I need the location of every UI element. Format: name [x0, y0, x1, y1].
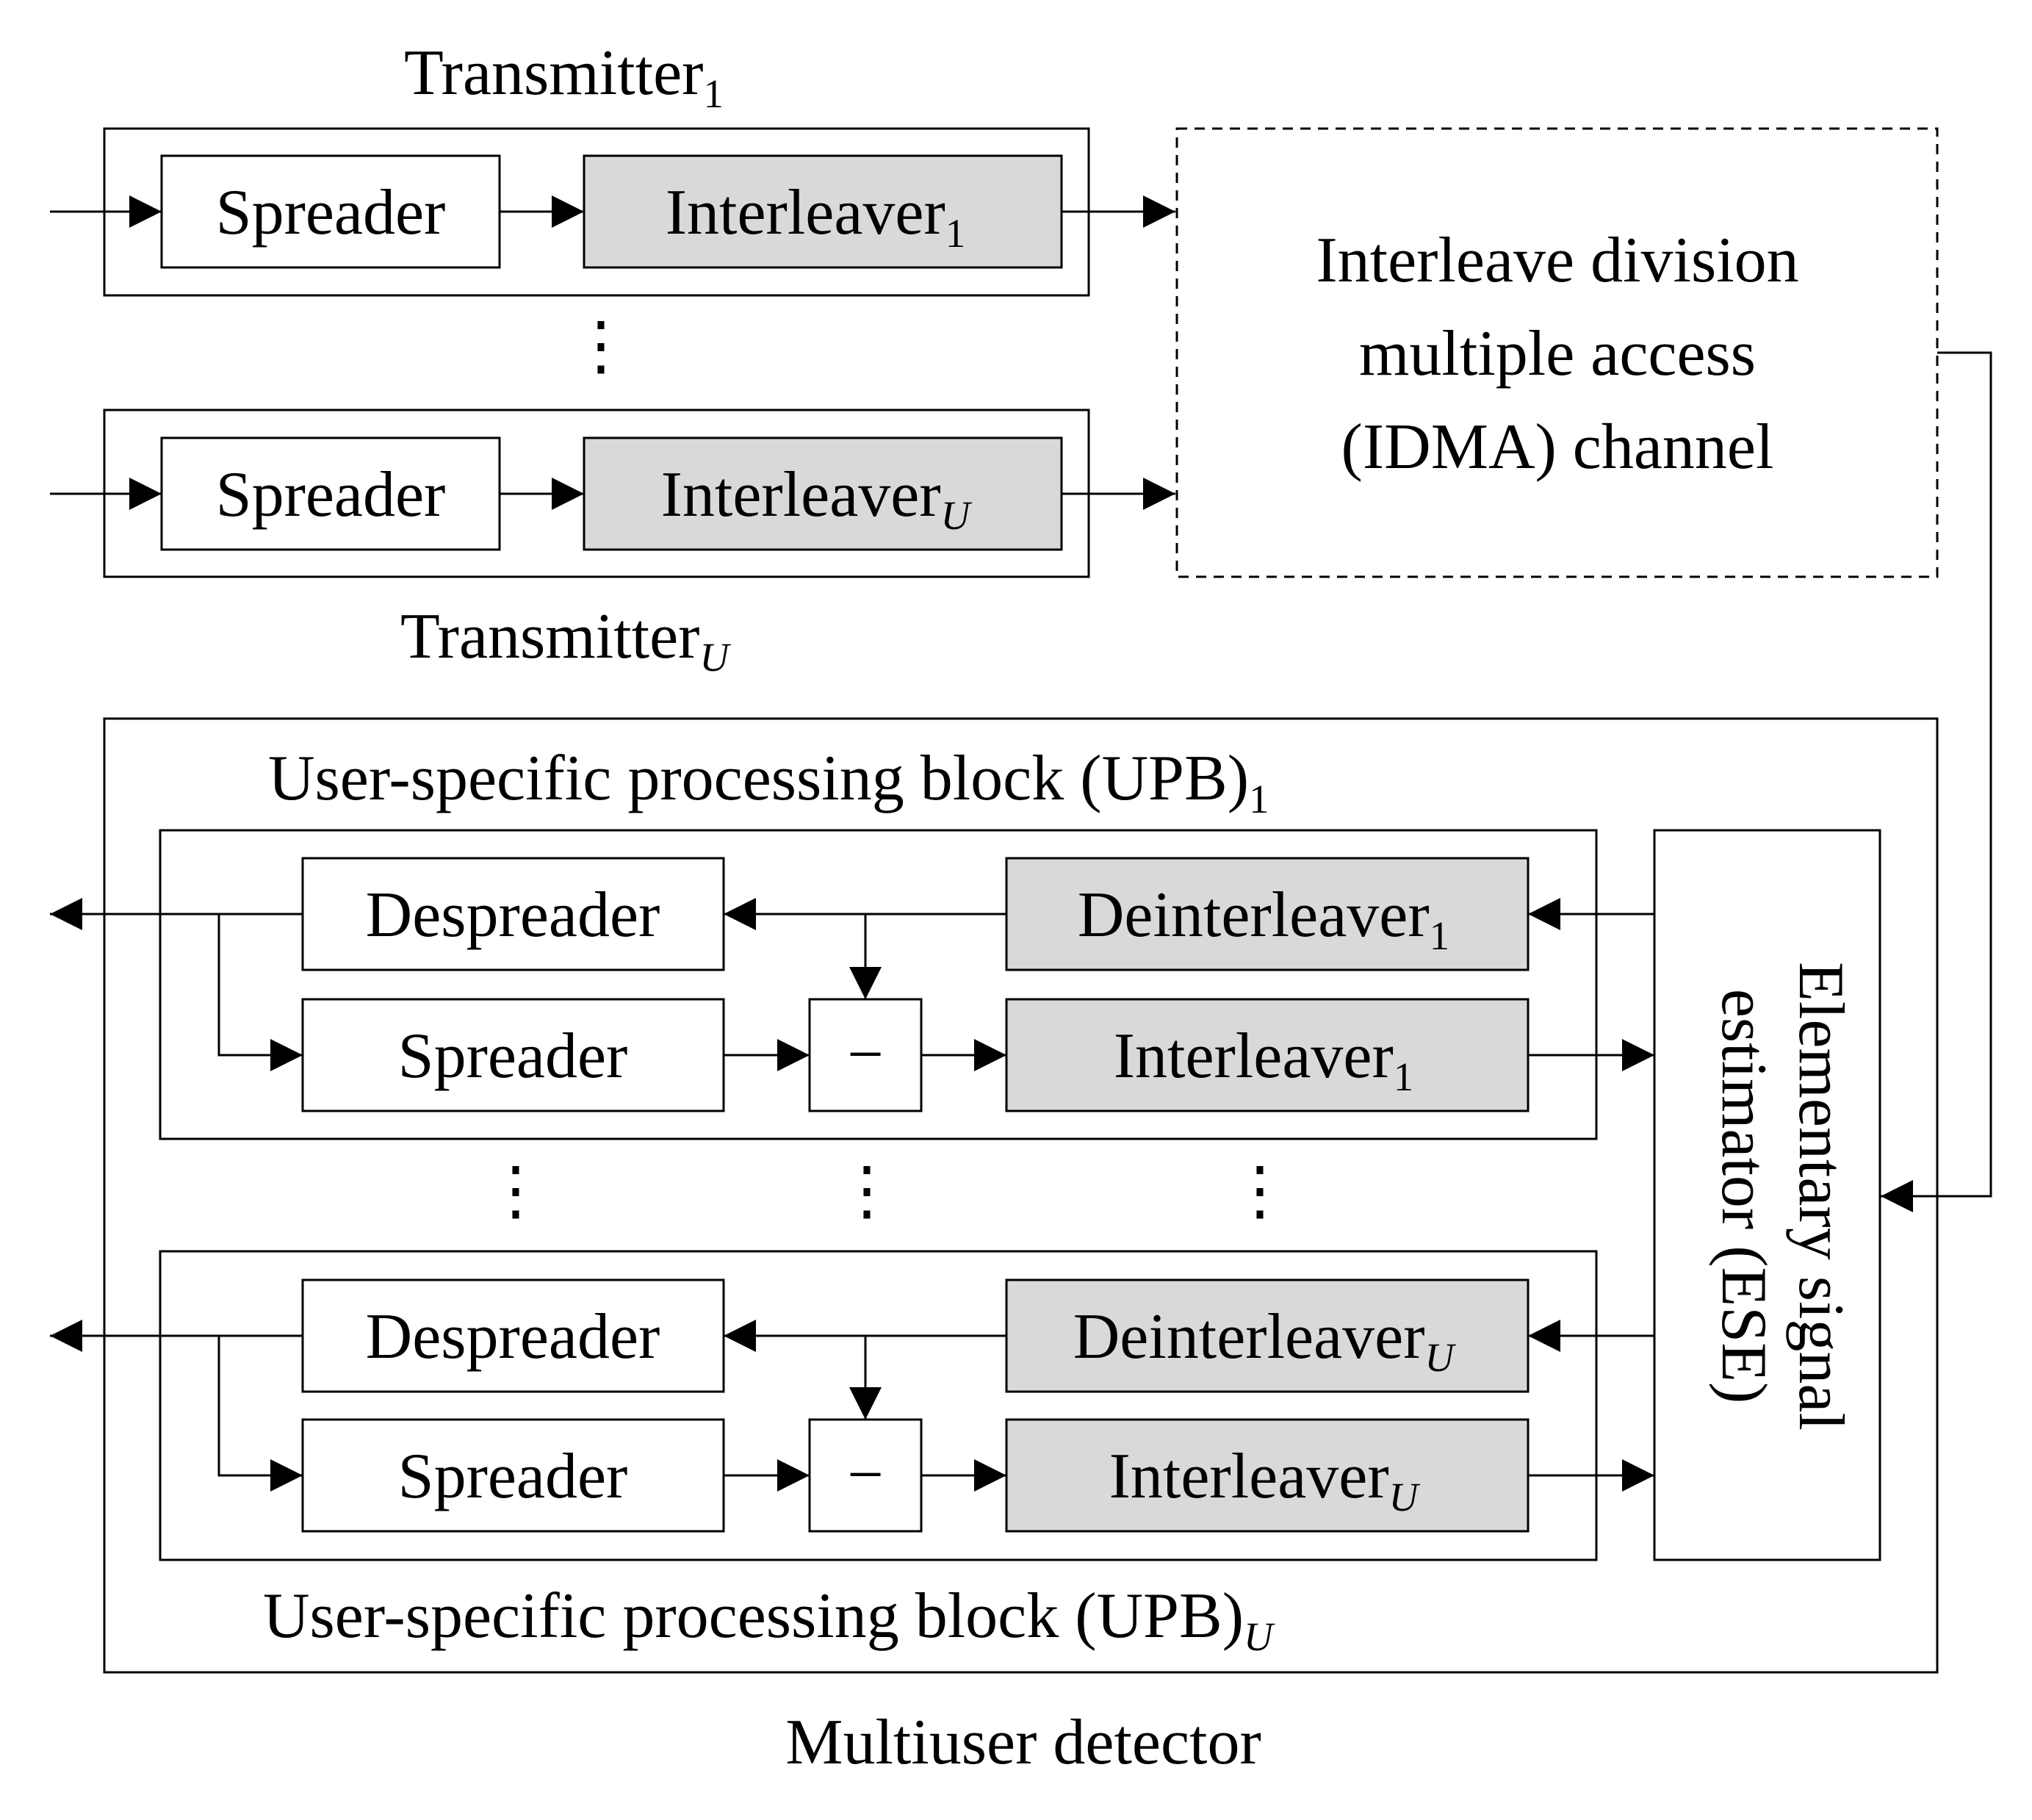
upb-u-spreader-block — [301, 1418, 725, 1533]
upb-1-spreader-label: Spreader — [398, 1021, 628, 1092]
ese-label-line-1: Elementary signal — [1785, 962, 1856, 1431]
upb-u-deinterleaver-block — [1005, 1278, 1530, 1393]
idma-channel-block — [1175, 127, 1939, 578]
channel-to-ese-arrow — [1881, 351, 1992, 1212]
upb-u-interleaver-label: InterleaverU — [1109, 1441, 1421, 1519]
upb-u-spreader-label: Spreader — [398, 1441, 628, 1512]
upb-ellipsis-middle: ⋮ — [835, 1156, 899, 1227]
transmitter-ellipsis: ⋮ — [569, 311, 633, 382]
upb-ellipsis-right: ⋮ — [1228, 1156, 1292, 1227]
upb-u-frame — [159, 1250, 1598, 1561]
upb-1-subtractor-block — [808, 998, 923, 1112]
ese-block — [1653, 829, 1881, 1561]
transmitter-1-interleaver-label: Interleaver1 — [666, 177, 966, 256]
transmitter-1-title: Transmitter1 — [404, 37, 724, 116]
upb-1-despreader-block — [301, 857, 725, 971]
upb-ellipsis-left: ⋮ — [483, 1156, 548, 1227]
upb-u-title: User-specific processing block (UPB)U — [263, 1580, 1275, 1659]
upb-1-spreader-block — [301, 998, 725, 1112]
upb-u-subtractor-label: − — [847, 1439, 884, 1511]
upb-1-frame — [159, 829, 1598, 1140]
upb-1-interleaver-label: Interleaver1 — [1114, 1021, 1414, 1099]
idma-channel-line-1: Interleave division — [1316, 225, 1798, 296]
upb-u-despreader-block — [301, 1278, 725, 1393]
upb-1-feedback-to-spreader-arrow — [217, 914, 303, 1071]
upb-u-despreader-label: Despreader — [366, 1301, 660, 1373]
idma-channel-line-2: multiple access — [1359, 318, 1756, 389]
transmitter-u-interleaver-label: InterleaverU — [661, 459, 973, 538]
idma-channel-line-3: (IDMA) channel — [1341, 411, 1774, 483]
multiuser-detector-label: Multiuser detector — [785, 1707, 1261, 1778]
upb-1-deinterleaver-label: Deinterleaver1 — [1078, 880, 1449, 958]
upb-u-subtractor-block — [808, 1418, 923, 1533]
transmitter-u-title: TransmitterU — [400, 601, 731, 680]
upb-u-feedback-to-spreader-arrow — [217, 1336, 303, 1492]
transmitter-1-spreader-label: Spreader — [216, 177, 446, 248]
transmitter-u-spreader-label: Spreader — [216, 459, 446, 530]
upb-1-despreader-label: Despreader — [366, 880, 660, 951]
ese-label-line-2: estimator (ESE) — [1708, 989, 1779, 1404]
transmitter-1-spreader-block — [160, 154, 501, 269]
transmitter-1-interleaver-block — [583, 154, 1063, 269]
multiuser-detector-frame — [103, 717, 1939, 1674]
upb-u-deinterleaver-label: DeinterleaverU — [1073, 1301, 1457, 1380]
upb-u-interleaver-block — [1005, 1418, 1530, 1533]
upb-1-title: User-specific processing block (UPB)1 — [268, 743, 1269, 821]
upb-1-subtractor-label: − — [847, 1019, 884, 1090]
upb-1-deinterleaver-block — [1005, 857, 1530, 971]
